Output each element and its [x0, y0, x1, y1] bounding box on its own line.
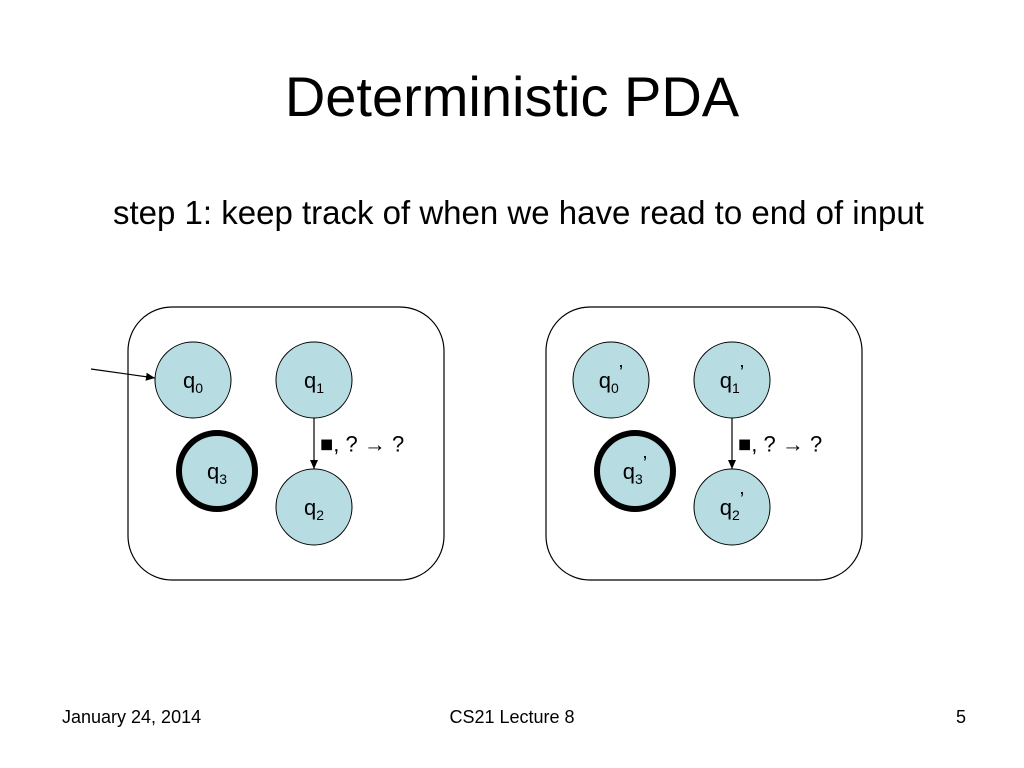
state-label: q3	[207, 459, 227, 487]
transition-label: ■, ? → ?	[738, 432, 822, 457]
machine-1: q0 q1 q3 q2 ■, ? → ?	[90, 306, 445, 581]
state-q0: q0	[154, 341, 232, 419]
state-q1p: q1’	[693, 341, 771, 419]
bullet-text: step 1: keep track of when we have read …	[113, 194, 924, 231]
state-label: q1	[304, 368, 324, 396]
state-q1: q1	[275, 341, 353, 419]
accept-state-circle	[594, 430, 676, 512]
slide-title: Deterministic PDA	[284, 65, 740, 128]
state-circle	[572, 341, 650, 419]
state-label: q2’	[720, 489, 745, 523]
footer-page-number: 5	[955, 707, 966, 727]
state-label: q3’	[623, 453, 648, 487]
state-label: q0’	[599, 362, 624, 396]
state-q0p: q0’	[572, 341, 650, 419]
machine-2: q0’ q1’ q3’ q2’ ■, ? → ?	[545, 306, 863, 581]
machines-layer: q0 q1 q3 q2 ■, ? → ? q0’ q1’ q3’ q2’ ■, ? → ?	[90, 306, 863, 581]
start-arrow	[90, 368, 156, 381]
state-label: q0	[183, 368, 203, 396]
accept-state-circle	[176, 430, 258, 512]
transition-label: ■, ? → ?	[320, 432, 404, 457]
state-q2: q2	[275, 468, 353, 546]
state-label: q1’	[720, 362, 745, 396]
footer-date: January 24, 2014	[62, 707, 202, 727]
state-label: q2	[304, 495, 324, 523]
footer-course: CS21 Lecture 8	[449, 707, 575, 727]
state-circle	[154, 341, 232, 419]
state-q3: q3	[176, 430, 258, 512]
state-q3p: q3’	[594, 430, 676, 512]
state-q2p: q2’	[693, 468, 771, 546]
